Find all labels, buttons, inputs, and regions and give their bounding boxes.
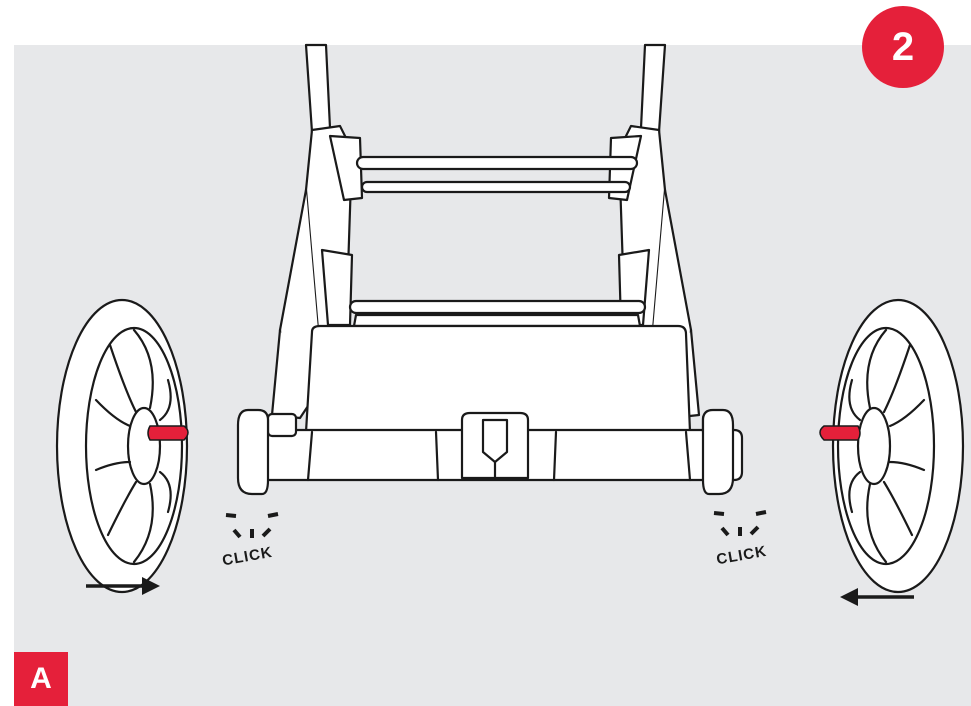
panel-label-badge: A xyxy=(14,652,68,706)
left-wheel xyxy=(55,298,189,594)
step-number-badge: 2 xyxy=(862,6,944,88)
click-label-right: CLICK xyxy=(715,543,768,569)
lower-crossbar xyxy=(348,299,647,328)
right-wheel xyxy=(831,298,965,594)
left-axle-pin xyxy=(147,425,189,441)
upper-crossbars xyxy=(355,155,639,194)
click-burst-icon xyxy=(225,512,279,539)
click-burst-icon xyxy=(713,510,767,537)
left-hub-mount xyxy=(236,408,298,496)
basket-body xyxy=(304,324,692,434)
right-hub-mount xyxy=(701,408,735,496)
click-label-left: CLICK xyxy=(221,544,274,570)
left-arrow-icon xyxy=(840,588,914,606)
right-axle-pin xyxy=(819,425,861,441)
right-arrow-icon xyxy=(86,577,160,595)
rear-axle xyxy=(254,411,744,482)
